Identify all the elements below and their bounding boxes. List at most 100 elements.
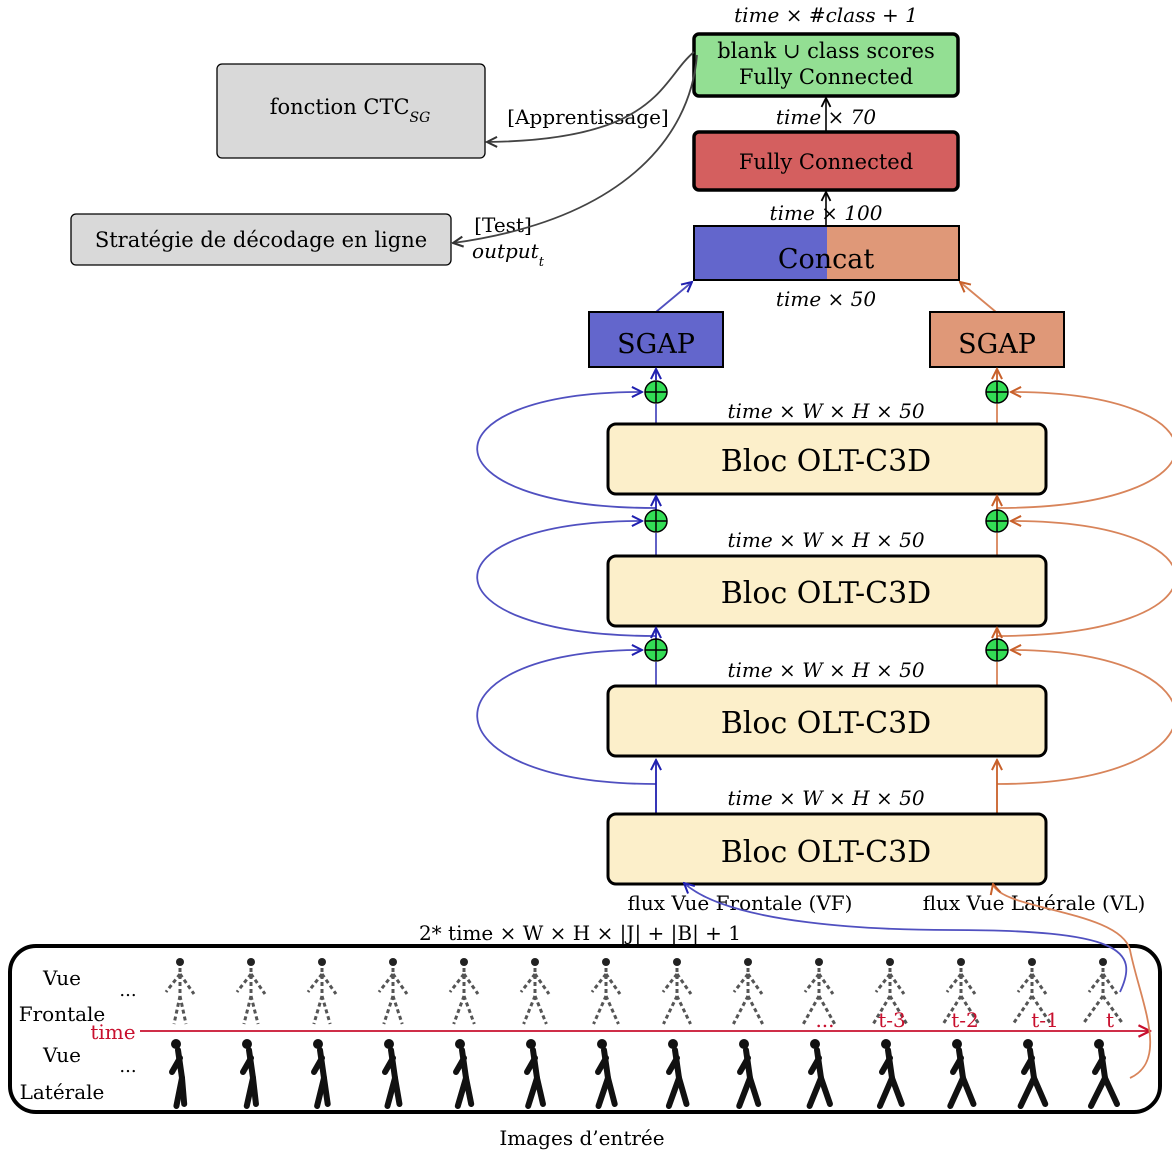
timeline-tick-label: ...: [815, 1008, 834, 1032]
timeline-tick-label: t: [1106, 1008, 1114, 1032]
ctc-label: fonction CTCSG: [270, 95, 431, 126]
add-node-3-vl: [985, 638, 1009, 662]
sgap-left-to-concat-arrow: [655, 282, 692, 313]
view-side-line2: Latérale: [20, 1080, 105, 1104]
skeleton-front-icon: [590, 958, 622, 1025]
skip1-vf: [476, 392, 657, 509]
skeleton-side-icon: [806, 1039, 833, 1109]
train-arrow: [487, 51, 695, 142]
skeleton-side-icon: [382, 1039, 403, 1109]
sgap-right-label: SGAP: [958, 329, 1036, 360]
test-arrow: [453, 54, 698, 243]
sgap-right-box: [929, 311, 1065, 368]
concat-left-half: [694, 226, 827, 280]
skeleton-side-icon: [1017, 1039, 1049, 1109]
output-fc-box: [692, 32, 960, 98]
skeleton-side-icon: [169, 1039, 188, 1109]
skip3-vl: [996, 650, 1172, 785]
bloc2-dim-label: time × W × H × 50: [727, 528, 924, 552]
bloc-olt-c3d-4: [606, 812, 1048, 886]
bloc1-label: Bloc OLT-C3D: [721, 444, 931, 479]
output-t-label: outputt: [472, 239, 545, 270]
timeline-ticks: ... t-3 t-2 t-1 t: [815, 1008, 1114, 1032]
add-node-2-vf: [644, 509, 668, 533]
front-ellipsis: ...: [119, 980, 136, 1001]
sgap-left-box: [588, 311, 724, 368]
bloc1-dim-label: time × W × H × 50: [727, 399, 924, 423]
view-side-line1: Vue: [42, 1043, 81, 1067]
timeline-tick-label: t-2: [951, 1008, 979, 1032]
bloc2-label: Bloc OLT-C3D: [721, 576, 931, 611]
skip2-vf: [476, 521, 657, 637]
output-fc-line2: Fully Connected: [739, 65, 913, 89]
skeleton-front-icon: [1011, 958, 1053, 1025]
skeleton-side-icon: [524, 1039, 546, 1109]
stream-vl-label: flux Vue Latérale (VL): [923, 891, 1146, 915]
bloc-olt-c3d-3: [606, 684, 1048, 758]
add-node-1-vl: [985, 380, 1009, 404]
add-node-3-vf: [644, 638, 668, 662]
train-label: [Apprentissage]: [507, 105, 668, 129]
skeleton-side-icon: [311, 1039, 331, 1109]
ctc-box: [216, 63, 486, 159]
add-node-2-vl: [985, 509, 1009, 533]
skeleton-front-icon: [732, 958, 764, 1025]
input-frames-panel: [8, 944, 1162, 1114]
skeleton-front-icon: [164, 958, 196, 1025]
skeleton-front-icon: [1081, 958, 1125, 1025]
skeleton-side-icon: [736, 1039, 762, 1109]
input-dim-label: 2* time × W × H × |J| + |B| + 1: [419, 921, 741, 946]
skeleton-front-icon: [661, 958, 693, 1025]
skeleton-front-icon: [306, 958, 338, 1025]
fc-label: Fully Connected: [739, 150, 913, 174]
view-front-line2: Frontale: [19, 1002, 106, 1026]
concat-input-dim-label: time × 50: [776, 287, 876, 311]
skeleton-front-icon: [519, 958, 551, 1025]
output-fc-line1: blank ∪ class scores: [717, 39, 935, 63]
sgap-left-label: SGAP: [617, 329, 695, 360]
skeleton-front-icon: [235, 958, 267, 1025]
skeleton-side-icon: [595, 1039, 618, 1109]
concat-label: Concat: [778, 244, 875, 275]
bloc-olt-c3d-1: [606, 422, 1048, 496]
bloc4-label: Bloc OLT-C3D: [721, 835, 931, 870]
bloc3-label: Bloc OLT-C3D: [721, 706, 931, 741]
caption: Images d’entrée: [499, 1126, 664, 1150]
timeline-tick-label: t-1: [1031, 1008, 1059, 1032]
input-to-vl-stream: [993, 884, 1152, 1079]
timeline-tick-label: t-3: [878, 1008, 906, 1032]
view-front-line1: Vue: [42, 966, 81, 990]
skeleton-front-icon: [448, 958, 480, 1025]
bloc3-dim-label: time × W × H × 50: [727, 658, 924, 682]
skeleton-side-icon: [665, 1039, 690, 1109]
skeleton-side-icon: [453, 1039, 475, 1109]
concat-dim-label: time × 100: [770, 201, 883, 225]
input-to-vf-stream: [684, 883, 1128, 993]
skeleton-front-icon: [871, 958, 909, 1025]
timeline-label: time: [90, 1020, 135, 1044]
skeleton-side-icon: [876, 1039, 905, 1109]
add-node-1-vf: [644, 380, 668, 404]
skeleton-front-icon: [801, 958, 837, 1025]
skeleton-frames: [164, 958, 1125, 1109]
skip2-vl: [996, 521, 1172, 637]
sgap-right-to-concat-arrow: [960, 282, 997, 313]
stream-vf-label: flux Vue Frontale (VF): [628, 891, 853, 915]
bloc-olt-c3d-2: [606, 554, 1048, 628]
fc-dim-label: time × 70: [776, 105, 876, 129]
concat-box: [693, 225, 960, 281]
bloc4-dim-label: time × W × H × 50: [727, 786, 924, 810]
side-ellipsis: ...: [119, 1056, 136, 1077]
fc-box: [692, 130, 960, 192]
skeleton-front-icon: [377, 958, 409, 1025]
skeleton-side-icon: [947, 1039, 977, 1109]
skeleton-front-icon: [941, 958, 981, 1025]
concat-right-half: [827, 226, 959, 280]
skeleton-side-icon: [240, 1039, 259, 1109]
skeleton-side-icon: [1088, 1039, 1120, 1109]
output-dim-label: time × #class + 1: [734, 3, 918, 27]
decode-label: Stratégie de décodage en ligne: [95, 228, 427, 252]
skip3-vf: [476, 650, 657, 785]
skip1-vl: [996, 392, 1172, 509]
